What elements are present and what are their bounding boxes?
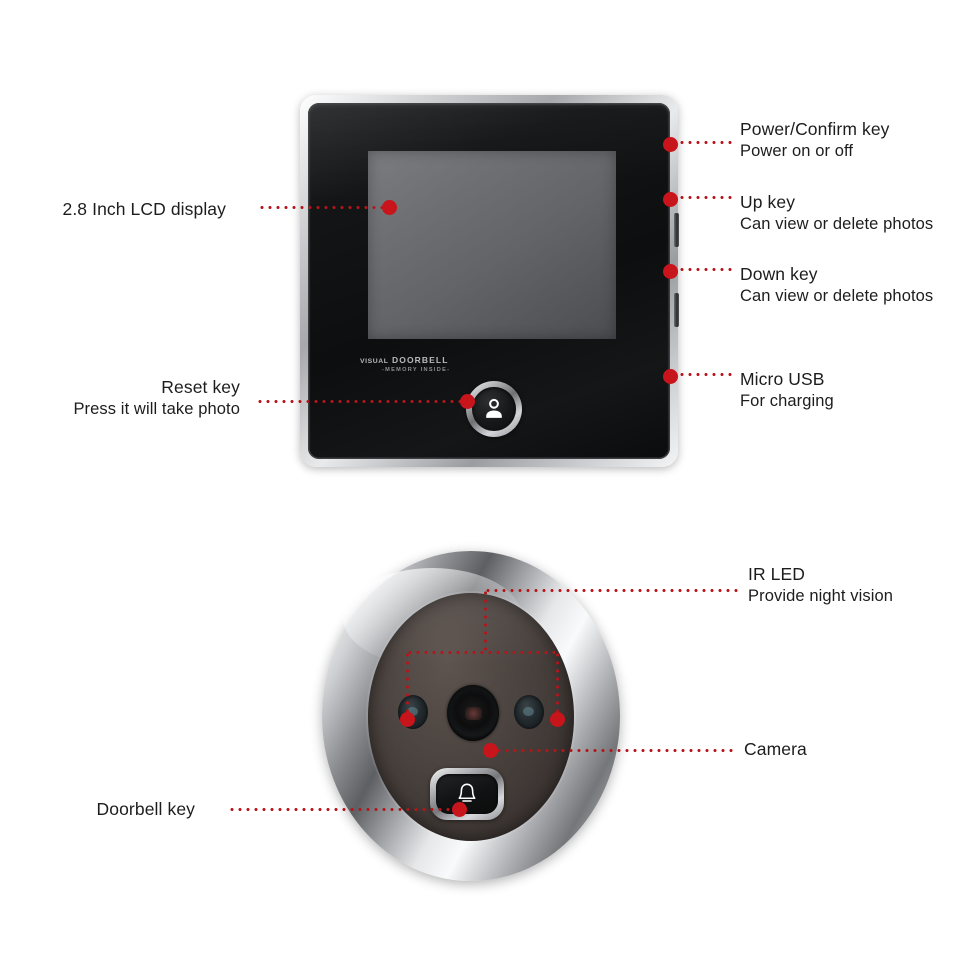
marker-ir-right <box>550 712 565 727</box>
annotation-usb-subtitle: For charging <box>740 392 834 411</box>
up-key-side-button[interactable] <box>674 213 679 247</box>
power-confirm-button[interactable] <box>466 381 522 437</box>
annotation-power: Power/Confirm key Power on or off <box>740 118 890 163</box>
annotation-ir-subtitle: Provide night vision <box>748 587 894 606</box>
down-key-side-button[interactable] <box>674 293 679 327</box>
doorbell-button[interactable] <box>430 768 504 820</box>
marker-ir-left <box>400 712 415 727</box>
annotation-reset-subtitle: Press it will take photo <box>73 400 240 419</box>
marker-down <box>663 264 678 279</box>
annotation-reset-title: Reset key <box>161 377 240 397</box>
confirm-button-face <box>472 387 516 431</box>
marker-doorbell <box>452 802 467 817</box>
marker-reset <box>460 394 475 409</box>
leader-camera <box>495 749 733 752</box>
annotation-doorbell: Doorbell key <box>55 798 195 821</box>
annotation-ir: IR LED Provide night vision <box>748 563 893 608</box>
person-icon <box>486 398 502 418</box>
leader-ir-drop <box>484 589 487 652</box>
leader-ir-horizontal <box>484 589 738 592</box>
annotation-doorbell-title: Doorbell key <box>96 799 195 819</box>
annotation-usb: Micro USB For charging <box>740 368 834 413</box>
indoor-monitor-unit: VISUAL DOORBELL -MEMORY INSIDE- <box>300 95 679 467</box>
leader-up <box>678 196 732 199</box>
monitor-front-panel: VISUAL DOORBELL -MEMORY INSIDE- <box>308 103 670 459</box>
annotation-up-title: Up key <box>740 192 796 212</box>
brand-line-1: VISUAL DOORBELL <box>360 355 560 365</box>
ir-led-right <box>514 695 544 729</box>
leader-usb <box>678 373 732 376</box>
outdoor-peephole-unit <box>322 545 620 890</box>
annotation-lcd-title: 2.8 Inch LCD display <box>62 199 226 219</box>
marker-camera <box>483 743 498 758</box>
marker-lcd <box>382 200 397 215</box>
annotation-up: Up key Can view or delete photos <box>740 191 933 236</box>
annotation-power-title: Power/Confirm key <box>740 119 890 139</box>
annotation-camera: Camera <box>744 738 807 761</box>
annotation-usb-title: Micro USB <box>740 369 825 389</box>
brand-logo: VISUAL DOORBELL -MEMORY INSIDE- <box>360 355 560 373</box>
marker-usb <box>663 369 678 384</box>
annotation-down-subtitle: Can view or delete photos <box>740 287 934 306</box>
annotation-up-subtitle: Can view or delete photos <box>740 215 934 234</box>
brand-prefix: VISUAL <box>360 358 389 365</box>
marker-power <box>663 137 678 152</box>
leader-lcd <box>258 206 390 209</box>
lcd-screen <box>368 151 616 339</box>
peephole-face <box>368 593 574 841</box>
annotation-camera-title: Camera <box>744 739 807 759</box>
leader-ir-left-drop <box>406 651 409 717</box>
annotation-lcd: 2.8 Inch LCD display <box>18 198 226 221</box>
leader-reset <box>256 400 466 403</box>
annotation-reset: Reset key Press it will take photo <box>18 376 240 421</box>
brand-line-2: -MEMORY INSIDE- <box>382 367 451 373</box>
camera-lens <box>447 685 499 741</box>
annotation-down: Down key Can view or delete photos <box>740 263 933 308</box>
annotation-ir-title: IR LED <box>748 564 806 584</box>
leader-ir-bracket <box>406 651 556 654</box>
leader-ir-right-drop <box>556 651 559 717</box>
leader-power <box>678 141 732 144</box>
annotation-power-subtitle: Power on or off <box>740 142 854 161</box>
leader-down <box>678 268 732 271</box>
doorbell-button-face <box>436 774 498 814</box>
brand-main: DOORBELL <box>392 355 449 365</box>
leader-doorbell <box>228 808 458 811</box>
bell-icon <box>458 783 476 802</box>
marker-up <box>663 192 678 207</box>
annotation-down-title: Down key <box>740 264 818 284</box>
